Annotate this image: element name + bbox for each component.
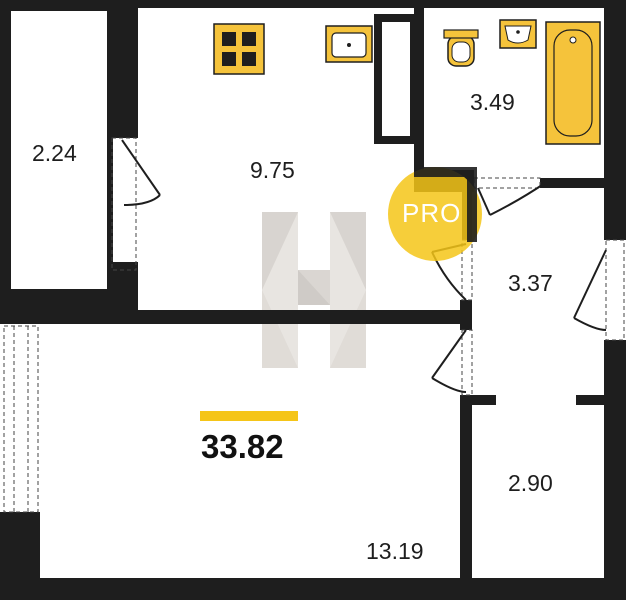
room-area-hallway: 3.37 <box>508 270 553 296</box>
total-accent-bar <box>200 411 298 421</box>
pro-badge <box>388 167 482 261</box>
bathtub-icon <box>545 21 601 145</box>
room-area-kitchen: 9.75 <box>250 157 295 183</box>
pro-badge-text: PRO <box>402 198 462 228</box>
kitchen-sink-icon <box>325 25 373 63</box>
windows <box>3 137 625 513</box>
washbasin-icon <box>499 19 537 49</box>
toilet-icon <box>443 29 479 67</box>
watermark-logo <box>262 212 366 368</box>
room-area-storage: 2.90 <box>508 470 553 496</box>
total-area: 33.82 <box>201 428 284 465</box>
room-area-living-room: 13.19 <box>366 538 424 564</box>
stove-icon <box>213 23 265 75</box>
room-area-bathroom: 3.49 <box>470 89 515 115</box>
room-area-balcony: 2.24 <box>32 140 77 166</box>
balcony-frame <box>5 5 113 295</box>
